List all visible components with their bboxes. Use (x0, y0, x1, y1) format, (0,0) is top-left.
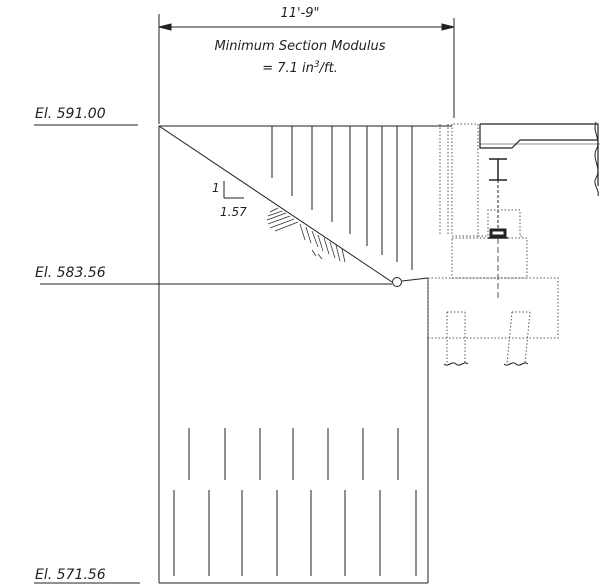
lower-pile-lines-lower-row (173, 490, 417, 576)
footing-pile-right (506, 311, 531, 365)
footing-pile-left (446, 311, 466, 364)
upper-sheet-pile-lines (271, 126, 413, 270)
excavation-outline (40, 125, 452, 584)
slope-triangle (223, 181, 244, 199)
lower-pile-lines-upper-row (188, 428, 399, 480)
elevation-top-label: El. 591.00 (35, 106, 106, 122)
elevation-mid-label: El. 583.56 (35, 265, 106, 281)
slope-toe-marker (392, 277, 402, 287)
span-dimension-label: 11'-9" (280, 6, 319, 21)
section-modulus-value: = 7.1 in3/ft. (262, 60, 338, 76)
slope-rise-label: 1 (212, 181, 220, 195)
bridge-bearing (488, 180, 508, 239)
deck-end-break (594, 121, 599, 197)
section-modulus-title: Minimum Section Modulus (214, 39, 385, 54)
steel-girder (489, 158, 507, 181)
bridge-deck (479, 123, 600, 186)
soil-hatching (266, 207, 346, 263)
slope-run-label: 1.57 (220, 205, 247, 219)
existing-abutment-dotted (427, 123, 559, 339)
span-dimension (158, 14, 455, 124)
footing-pile-left-break (443, 362, 469, 366)
elevation-bottom-label: El. 571.56 (35, 567, 106, 583)
footing-pile-right-break (503, 362, 529, 366)
